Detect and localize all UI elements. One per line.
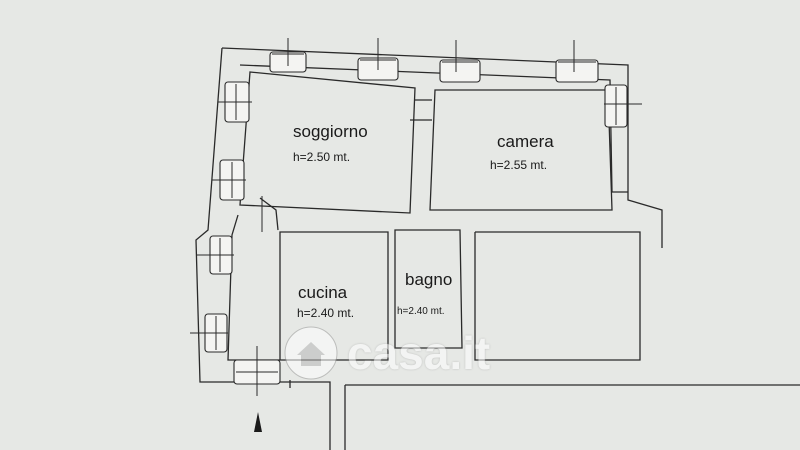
room-camera-outline — [429, 89, 613, 211]
entrance-arrow-icon — [254, 412, 262, 432]
room-camera-height: h=2.55 mt. — [490, 158, 548, 172]
room-soggiorno-name: soggiorno — [293, 122, 368, 141]
outer-wall — [221, 47, 663, 248]
window-top-3 — [439, 59, 481, 83]
outer-wall-inner — [239, 64, 628, 193]
corridor-wall — [227, 214, 280, 361]
corridor-wall-right — [259, 197, 279, 231]
room-right-outline — [474, 231, 641, 361]
room-soggiorno-height: h=2.50 mt. — [293, 150, 351, 164]
room-soggiorno-outline — [239, 71, 416, 214]
room-cucina-name: cucina — [298, 283, 348, 302]
room-bagno-name: bagno — [405, 270, 453, 289]
window-top-4 — [555, 59, 599, 83]
room-bagno-height: h=2.40 mt. — [397, 306, 445, 317]
house-icon — [284, 326, 338, 380]
watermark-text: casa.it — [347, 327, 491, 379]
watermark: casa.it — [283, 325, 490, 381]
room-cucina-height: h=2.40 mt. — [297, 306, 355, 320]
room-cucina-outline — [279, 231, 389, 361]
room-camera-name: camera — [497, 132, 554, 151]
room-bagno-outline — [394, 229, 463, 349]
outer-wall-left — [195, 47, 331, 450]
